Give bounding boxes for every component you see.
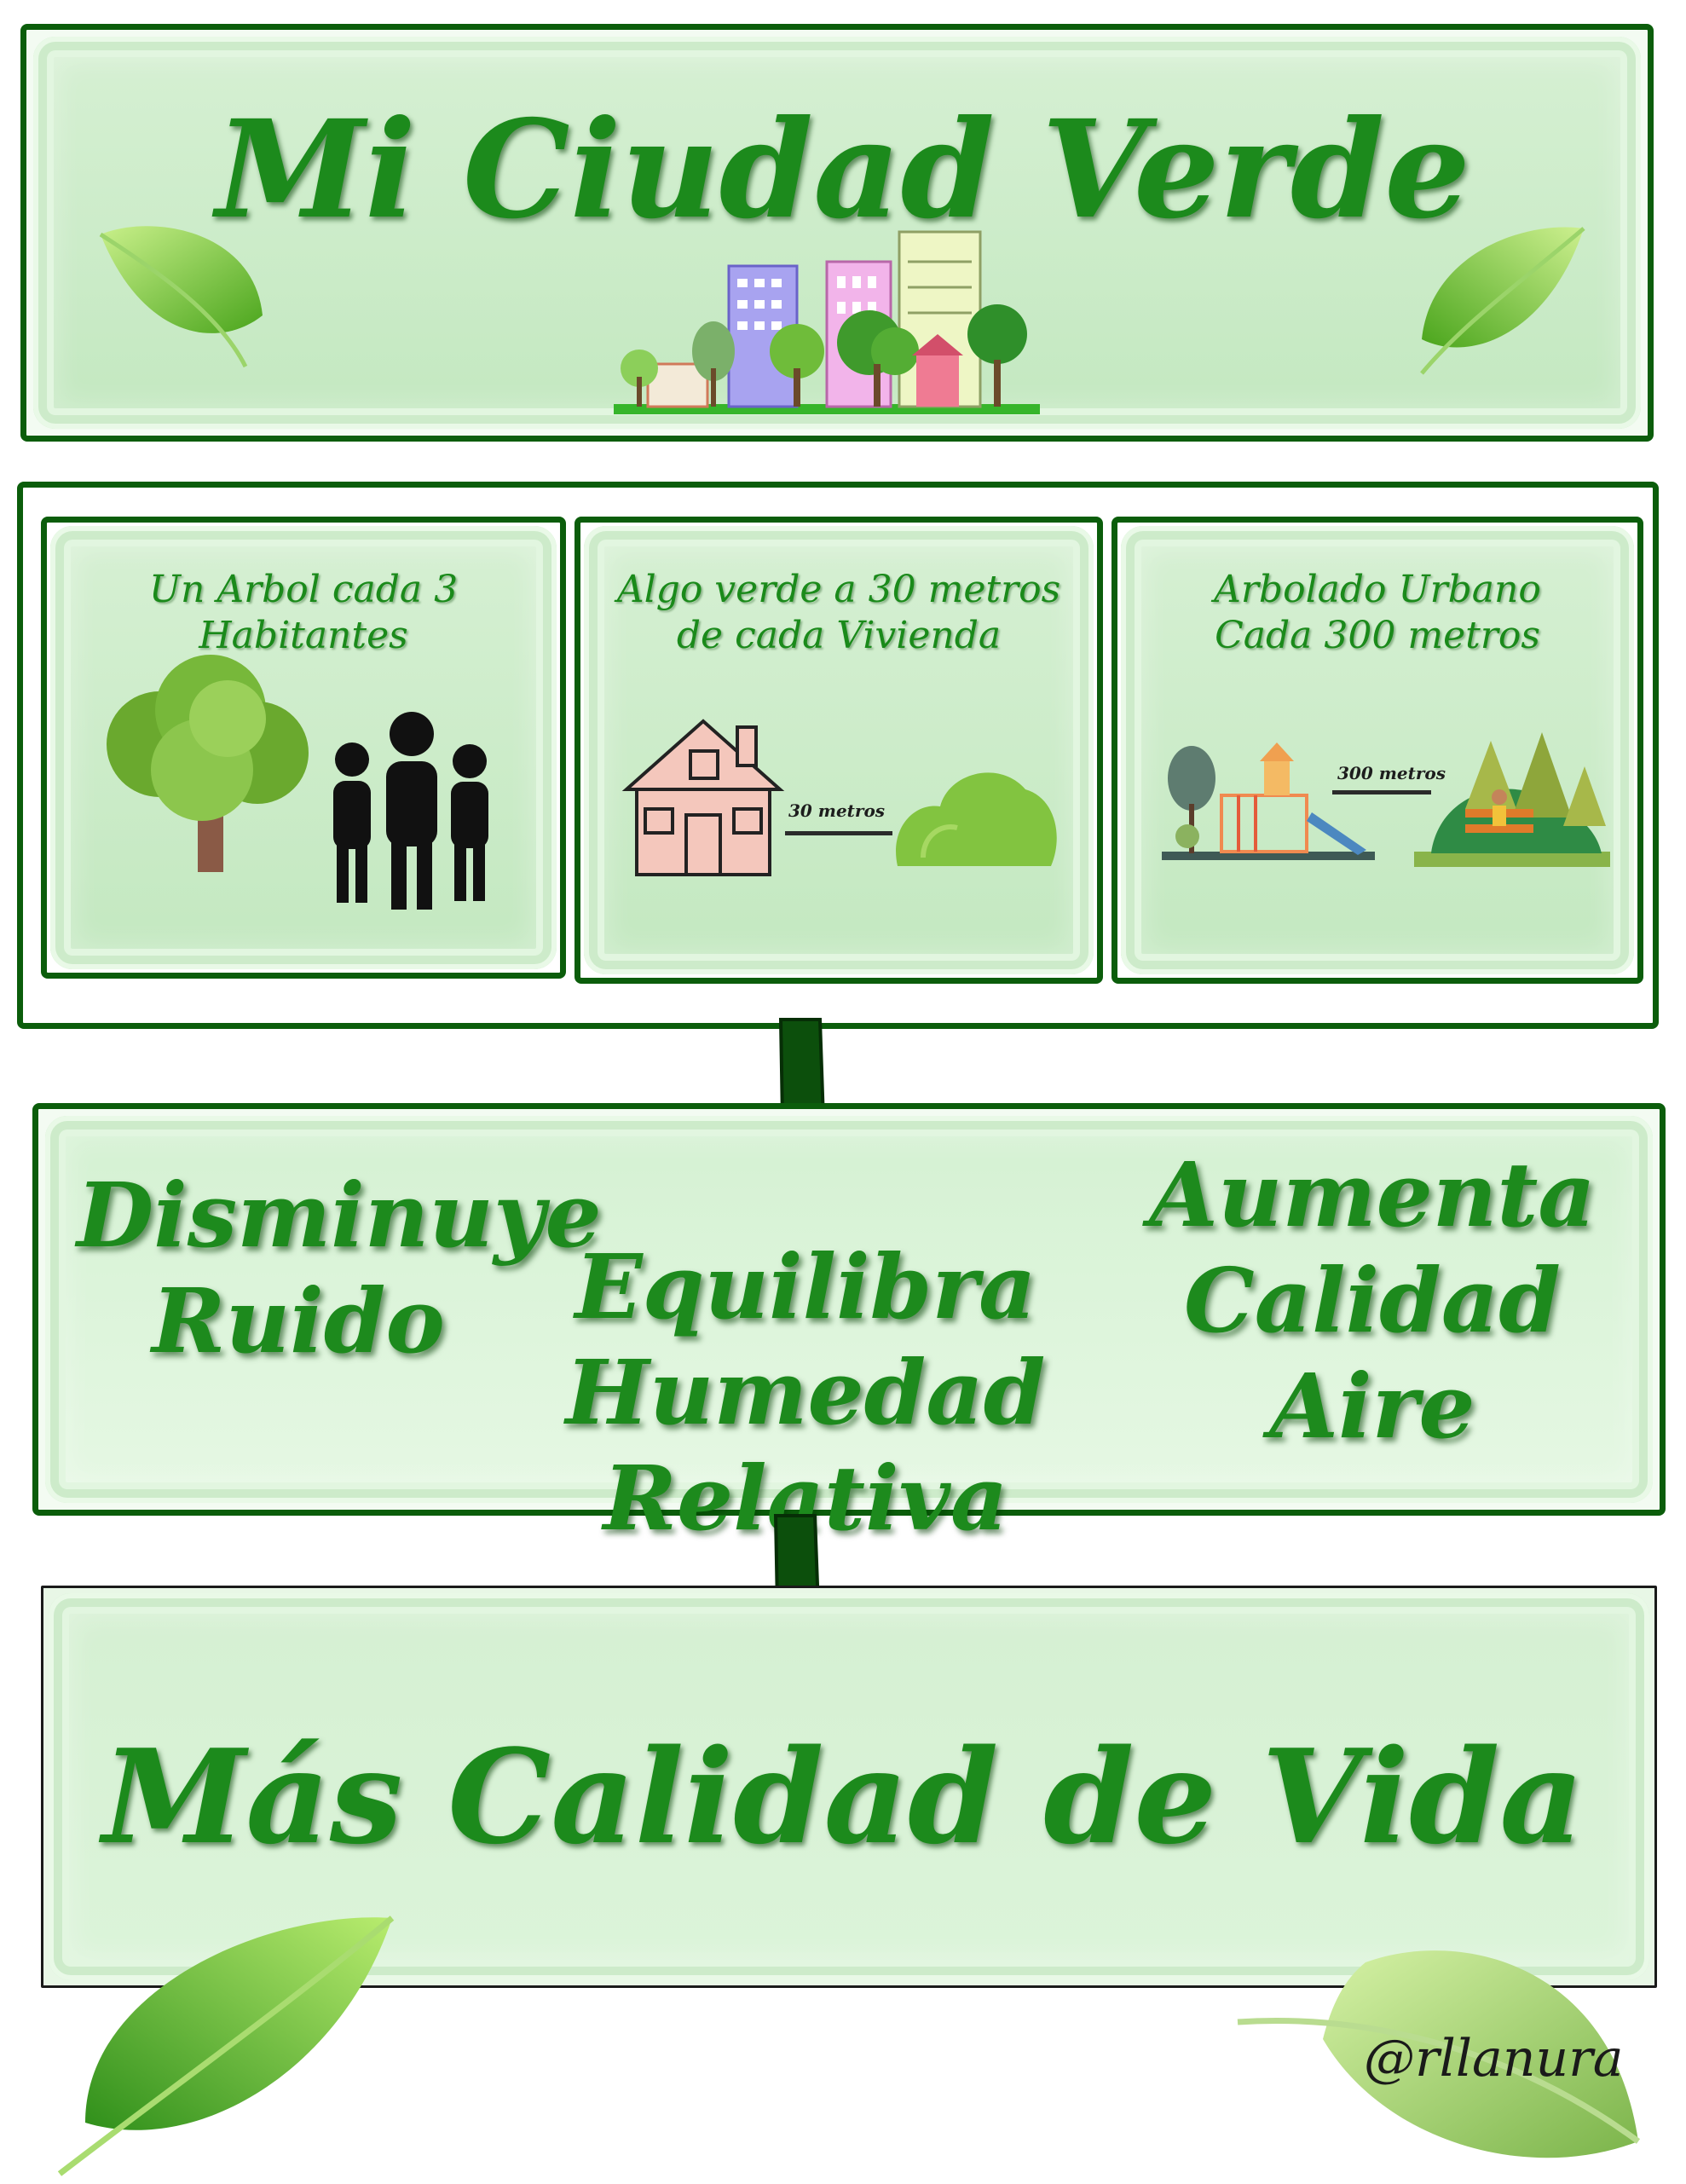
result-frame (41, 1586, 1657, 1988)
benefit-line: Aumenta (1149, 1142, 1596, 1247)
benefits-frame (32, 1103, 1666, 1516)
house-icon (621, 719, 785, 876)
guideline-title: Un Arbol cada 3 Habitantes (148, 568, 459, 657)
benefit-line: Equilibra (575, 1234, 1036, 1339)
leaf-icon (1237, 1950, 1641, 2158)
benefit-line: Disminuye (77, 1163, 602, 1268)
city-icon (614, 230, 1040, 414)
result-text: Más Calidad de Vida (102, 1720, 1584, 1873)
benefit-line: Calidad Aire (1184, 1248, 1561, 1459)
result-panel (49, 1593, 1649, 1980)
benefits-panel (45, 1116, 1653, 1503)
page-title: Mi Ciudad Verde (216, 91, 1470, 249)
distance-label: 30 metros (788, 800, 886, 821)
leaf-icon (57, 1915, 395, 2176)
people-icon (333, 712, 488, 910)
guideline-card-panel (1121, 526, 1634, 974)
benefit-humidity: Equilibra Humedad Relativa (409, 1234, 1202, 1551)
guideline-subtitle: Cada 300 metros (1215, 614, 1540, 657)
guideline-title: Arbolado Urbano (1214, 568, 1541, 611)
distance-label: 300 metros (1337, 763, 1446, 783)
bush-icon (896, 772, 1057, 866)
benefit-line: Humedad Relativa (565, 1340, 1046, 1551)
guideline-title: Algo verde a 30 metros (616, 568, 1061, 611)
credit-handle: @rllanura (1364, 2029, 1624, 2089)
tree-icon (107, 655, 309, 872)
benefit-noise: Disminuye Ruido (77, 1163, 602, 1374)
benefit-line: Ruido (152, 1268, 445, 1373)
benefit-air: Aumenta Calidad Aire (1100, 1142, 1645, 1459)
distance-line (1332, 790, 1431, 794)
playground-icon (1162, 742, 1375, 860)
guideline-card: Algo verde a 30 metros de cada Vivienda … (575, 517, 1103, 984)
guideline-card: Un Arbol cada 3 Habitantes (41, 517, 566, 979)
distance-line (785, 831, 892, 835)
leaf-icon (99, 226, 263, 368)
park-icon (1414, 732, 1610, 867)
guideline-subtitle: de cada Vivienda (676, 614, 1002, 657)
guideline-card: Arbolado Urbano Cada 300 metros 300 metr… (1111, 517, 1643, 984)
leaf-icon (1420, 227, 1585, 375)
